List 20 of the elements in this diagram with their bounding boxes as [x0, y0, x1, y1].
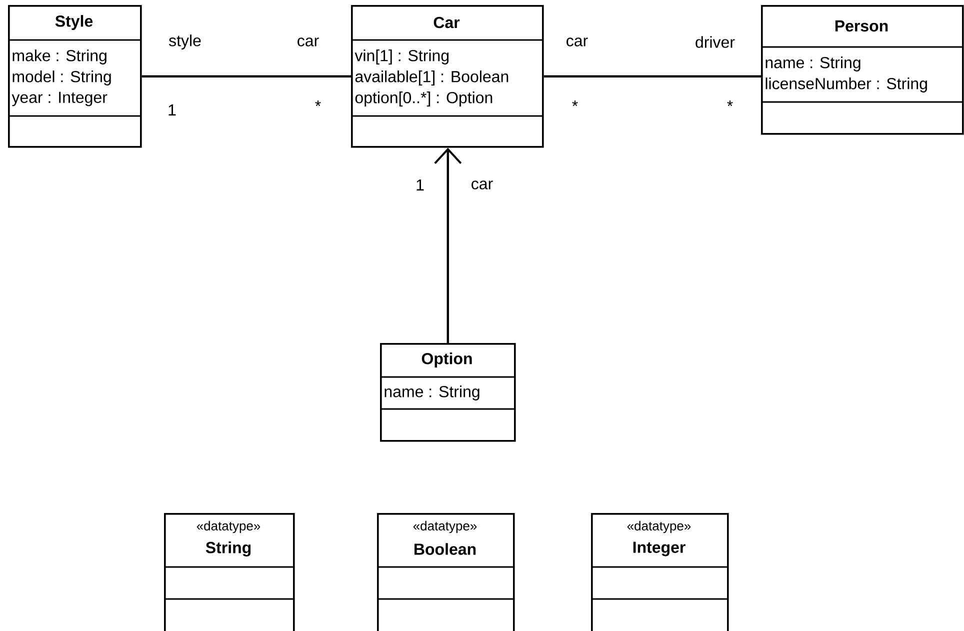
- end-label: *: [572, 100, 578, 106]
- end-label: driver: [696, 36, 735, 48]
- association-line: [434, 148, 462, 343]
- class-box: Option name : String: [380, 343, 516, 442]
- class-box: Person name : String licenseNumber : String: [761, 5, 964, 135]
- end-label: car: [566, 38, 588, 46]
- association-line: [142, 75, 351, 78]
- end-label: car: [298, 38, 319, 46]
- end-label: car: [472, 180, 493, 190]
- end-label: 1: [416, 180, 424, 190]
- end-label: style: [169, 34, 201, 50]
- association-line: [544, 75, 761, 78]
- end-label: *: [727, 100, 733, 106]
- end-label: *: [315, 100, 321, 106]
- class-box: «datatype» Boolean: [377, 513, 515, 631]
- end-label: 1: [168, 104, 176, 116]
- class-box: «datatype» String: [164, 513, 295, 631]
- class-box: Style make : String model : String year : Integer: [8, 5, 142, 148]
- class-box: «datatype» Integer: [591, 513, 729, 631]
- class-box: Car vin[1] : String available[1] : Boolean option[0..*] : Option: [351, 5, 544, 148]
